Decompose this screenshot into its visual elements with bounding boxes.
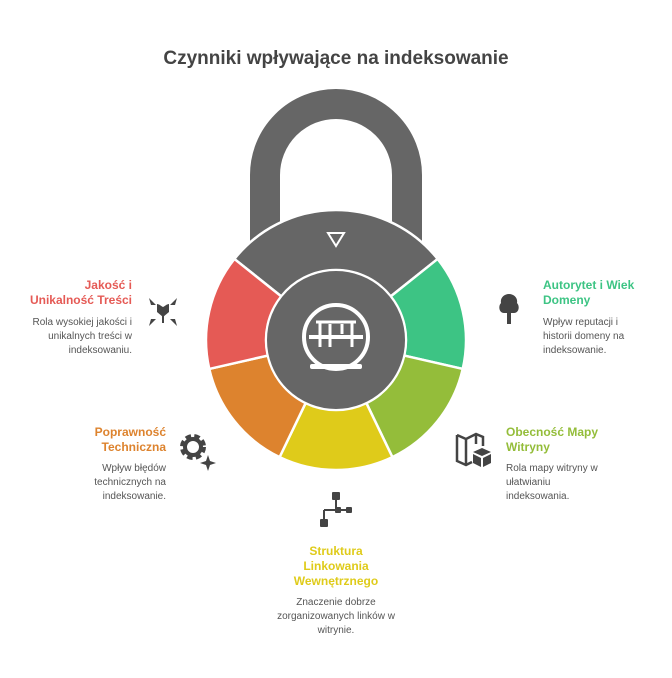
keyhole-triangle-icon: [326, 232, 346, 248]
index-drum-icon: [302, 303, 370, 371]
gear-sparkle-icon: [180, 434, 216, 471]
factor-title-sitemap: Obecność Mapy Witryny: [506, 425, 599, 454]
hierarchy-icon: [320, 492, 352, 527]
map-box-icon: [455, 432, 491, 467]
page-title: Czynniki wpływające na indeksowanie: [163, 48, 509, 69]
factor-desc-technical: Wpływ błędów technicznych na indeksowani…: [94, 463, 166, 502]
factor-title-technical: Poprawność Techniczna: [94, 425, 166, 454]
factor-desc-internal-linking: Znaczenie dobrze zorganizowanych linków …: [277, 597, 395, 636]
padlock-center: [265, 269, 407, 411]
factor-title-content-quality: Jakość i Unikalność Treści: [29, 278, 132, 307]
factor-title-domain-authority: Autorytet i Wiek Domeny: [543, 278, 635, 307]
factor-desc-domain-authority: Wpływ reputacji i historii domeny na ind…: [543, 317, 625, 356]
factor-desc-content-quality: Rola wysokiej jakości i unikalnych treśc…: [32, 317, 132, 356]
convergence-icon: [149, 298, 177, 326]
tree-icon: [499, 294, 519, 324]
padlock-shackle: [250, 89, 422, 250]
factor-title-internal-linking: Struktura Linkowania Wewnętrznego: [293, 544, 379, 588]
factor-desc-sitemap: Rola mapy witryny w ułatwianiu indeksowa…: [506, 463, 598, 502]
